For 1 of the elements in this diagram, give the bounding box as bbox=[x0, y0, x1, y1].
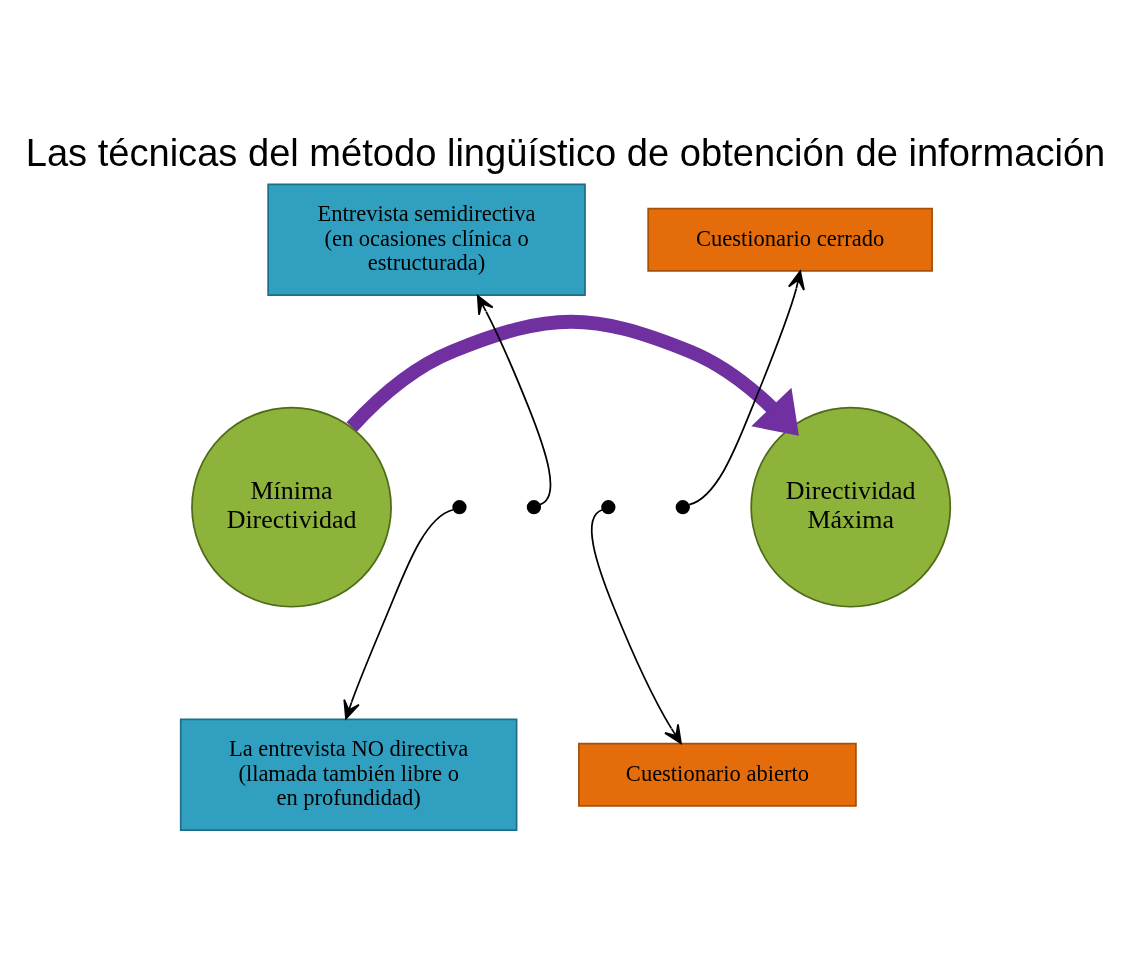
diagram-title: Las técnicas del método lingüístico de obtención de información bbox=[25, 131, 1106, 174]
